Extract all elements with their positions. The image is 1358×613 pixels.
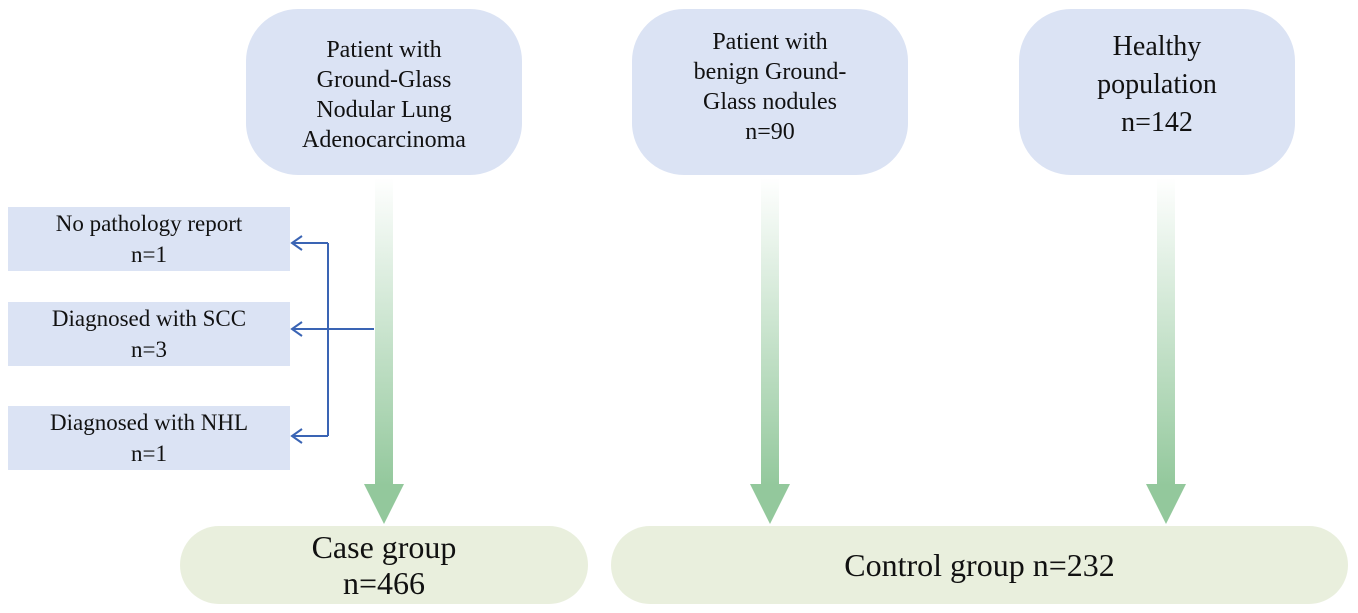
flow-arrow-case xyxy=(364,178,404,524)
flow-arrow-healthy xyxy=(1146,178,1186,524)
exclusion-connector xyxy=(290,235,374,444)
exclusion-nhl: Diagnosed with NHL n=1 xyxy=(8,406,290,470)
case-group: Case group n=466 xyxy=(180,526,588,604)
node-ground-glass-adenocarcinoma: Patient with Ground-Glass Nodular Lung A… xyxy=(246,9,522,175)
exclusion-no-pathology: No pathology report n=1 xyxy=(8,207,290,271)
node-benign-ground-glass: Patient with benign Ground- Glass nodule… xyxy=(632,9,908,175)
flow-arrow-benign xyxy=(750,178,790,524)
exclusion-scc: Diagnosed with SCC n=3 xyxy=(8,302,290,366)
node-healthy-population: Healthy population n=142 xyxy=(1019,9,1295,175)
control-group: Control group n=232 xyxy=(611,526,1348,604)
